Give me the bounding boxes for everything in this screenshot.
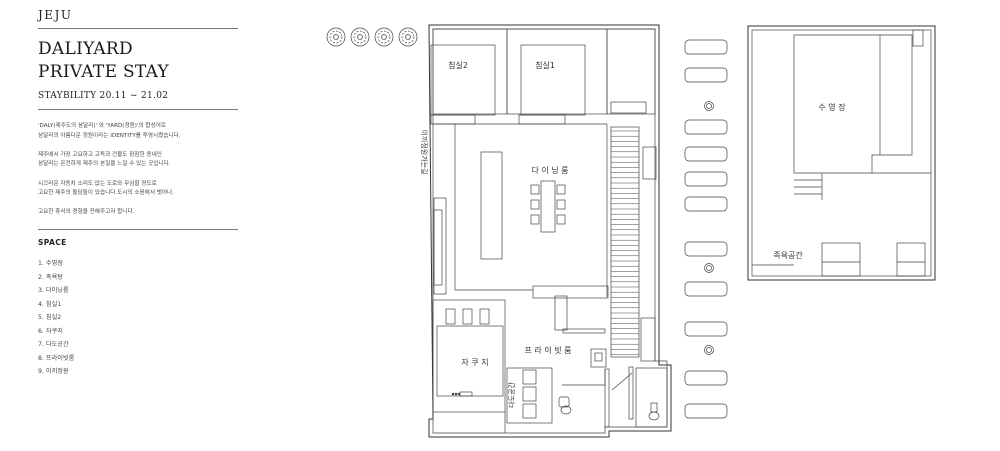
dining-room-label: 다 이 닝 룸 (531, 165, 568, 175)
tree-icon (374, 27, 394, 47)
stairs (610, 126, 640, 358)
moss-garden-label: 이끼정원가는길 (420, 129, 429, 174)
window (642, 146, 657, 180)
tree-icon (398, 27, 418, 47)
garden-lights (704, 101, 714, 355)
dining-room (455, 123, 609, 299)
closet (606, 28, 656, 115)
jacuzzi-label: 자 쿠 지 (461, 358, 488, 367)
list-item: 2. 족욕탕 (38, 273, 63, 281)
pool-building (747, 25, 936, 281)
list-item: 5. 침실2 (38, 314, 62, 321)
list-item: 7. 다도공간 (38, 341, 69, 348)
main-house (428, 24, 672, 438)
space-list: 1. 수영장 2. 족욕탕 3. 다이닝룸 4. 침실1 5. 침실2 6. 자… (38, 257, 74, 379)
divider (38, 109, 238, 110)
bedroom-1-label: 침실1 (535, 60, 555, 70)
tree-icon (326, 27, 346, 47)
footbath-label: 족욕공간 (773, 250, 803, 260)
brand-label: JEJU (38, 8, 73, 22)
stay-period: STAYBILITY 20.11 ~ 21.02 (38, 91, 169, 101)
stepping-stones (684, 39, 728, 419)
list-item: 4. 침실1 (38, 300, 62, 308)
bathroom (558, 366, 668, 428)
description-line: 고요한 휴식의 경험을 전해주고자 합니다. (38, 209, 135, 216)
list-item: 6. 자쿠지 (38, 327, 63, 335)
divider (38, 229, 238, 230)
space-heading: SPACE (38, 238, 67, 247)
bedroom-2-label: 침실2 (448, 60, 468, 70)
list-item: 9. 이끼정원 (38, 368, 69, 375)
bedroom-1 (506, 28, 608, 125)
tree-icon (350, 27, 370, 47)
list-item: 8. 프라이빗룸 (38, 354, 75, 362)
tea-space (506, 367, 553, 424)
bedroom-2 (430, 28, 508, 125)
list-item: 3. 다이닝룸 (38, 287, 69, 294)
title-line-1: DALIYARD (38, 39, 133, 59)
left-panel: JEJU DALIYARD PRIVATE STAY STAYBILITY 20… (38, 0, 238, 451)
moss-garden-path (433, 123, 456, 295)
page-title: DALIYARD PRIVATE STAY (38, 38, 169, 84)
pool-label: 수 영 장 (818, 102, 846, 112)
jacuzzi (432, 299, 506, 413)
tea-space-label: 다도공간 (507, 382, 516, 408)
title-line-2: PRIVATE STAY (38, 62, 170, 82)
list-item: 1. 수영장 (38, 260, 63, 267)
window (640, 317, 656, 362)
private-room-label: 프 라 이 빗 룸 (525, 345, 572, 355)
divider (38, 28, 238, 29)
private-room (504, 295, 607, 433)
